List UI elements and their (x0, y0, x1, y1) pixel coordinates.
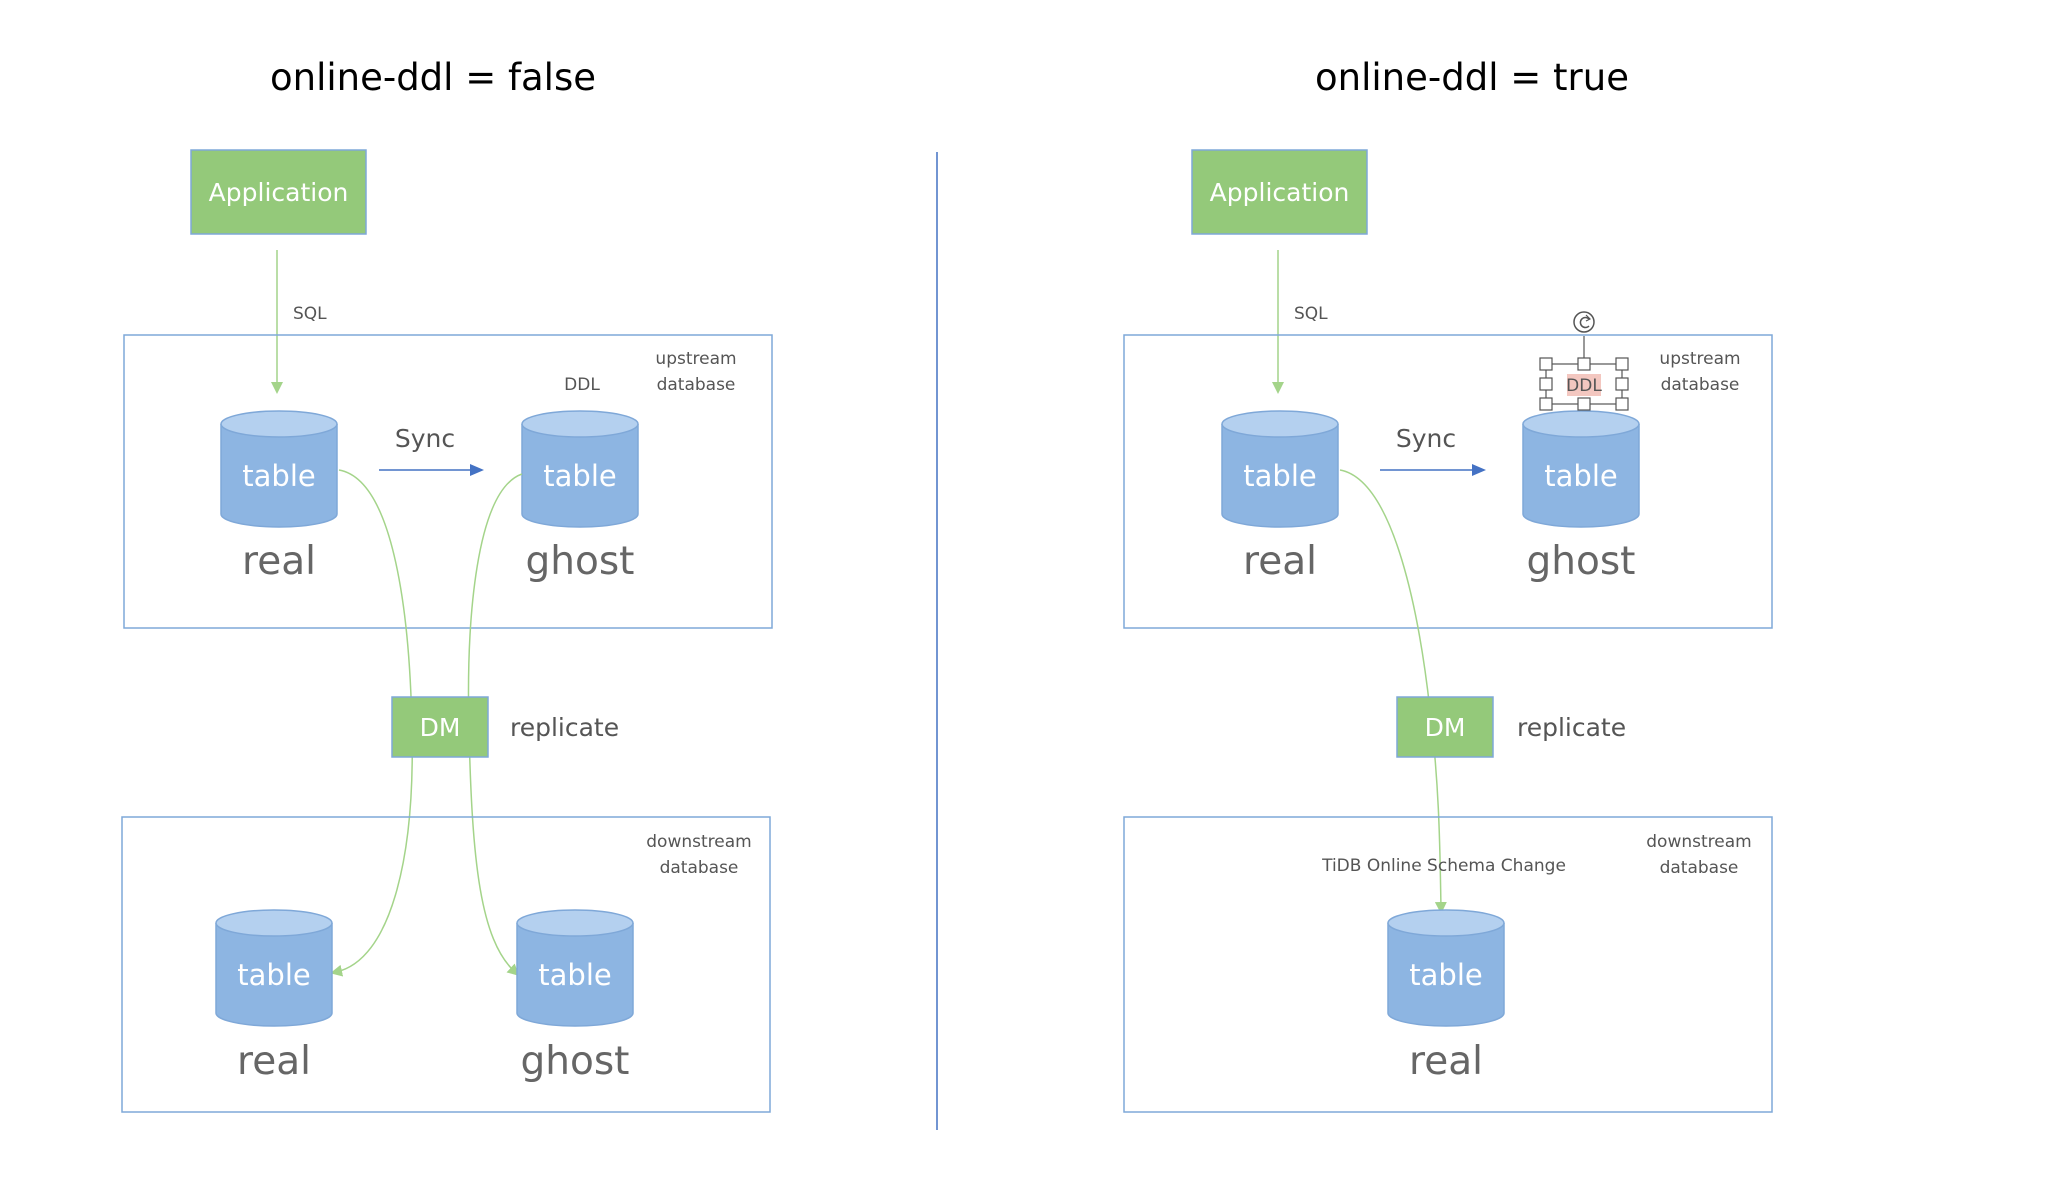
left-up-ghost-cylinder (521, 410, 639, 528)
left-ddl-label: DDL (564, 375, 600, 395)
rotate-handle-icon[interactable] (1573, 311, 1595, 333)
right-up-ghost-cylinder (1522, 410, 1640, 528)
right-application-label: Application (1210, 178, 1350, 207)
ddl-highlight (1567, 374, 1601, 396)
right-dm-label: DM (1425, 713, 1466, 742)
right-up-real-table-label: table (1243, 459, 1316, 493)
right-up-ghost-name: ghost (1527, 539, 1636, 584)
left-up-real-cylinder (220, 410, 338, 528)
left-downstream-label-2: database (660, 858, 739, 878)
right-down-real-name: real (1409, 1039, 1483, 1084)
left-downstream-label-1: downstream (646, 832, 751, 852)
right-upstream-label-2: database (1661, 375, 1740, 395)
left-dm-box (391, 696, 489, 758)
left-replicate-label: replicate (510, 713, 619, 742)
left-application-box (190, 149, 367, 235)
right-ddl-selection[interactable] (1539, 311, 1629, 411)
right-dm-box (1396, 696, 1494, 758)
right-panel: online-ddl = true Application SQL upstre… (1123, 56, 1773, 1113)
right-down-real-table-label: table (1409, 958, 1482, 992)
left-sql-label: SQL (293, 304, 327, 324)
right-schema-change-label: TiDB Online Schema Change (1321, 856, 1566, 876)
left-down-ghost-table-label: table (538, 958, 611, 992)
left-up-ghost-table-label: table (543, 459, 616, 493)
left-down-real-table-label: table (237, 958, 310, 992)
right-up-real-cylinder (1221, 410, 1339, 528)
left-sync-label: Sync (395, 424, 455, 453)
left-up-ghost-name: ghost (526, 539, 635, 584)
right-downstream-label-2: database (1660, 858, 1739, 878)
left-panel: online-ddl = false Application SQL upstr… (121, 56, 773, 1113)
right-sql-label: SQL (1294, 304, 1328, 324)
right-application-box (1191, 149, 1368, 235)
right-real-replication-curve (1339, 469, 1447, 914)
right-down-real-cylinder (1387, 909, 1505, 1027)
left-down-ghost-name: ghost (521, 1039, 630, 1084)
right-downstream-box (1123, 816, 1773, 1113)
right-upstream-box (1123, 334, 1773, 629)
left-down-real-name: real (237, 1039, 311, 1084)
left-up-real-table-label: table (242, 459, 315, 493)
right-ddl-label: DDL (1566, 376, 1602, 396)
left-title: online-ddl = false (270, 56, 596, 99)
left-upstream-label-1: upstream (655, 349, 736, 369)
right-upstream-label-1: upstream (1659, 349, 1740, 369)
right-downstream-label-1: downstream (1646, 832, 1751, 852)
right-sync-label: Sync (1396, 424, 1456, 453)
left-down-real-cylinder (215, 909, 333, 1027)
left-dm-label: DM (420, 713, 461, 742)
right-title: online-ddl = true (1315, 56, 1629, 99)
left-upstream-label-2: database (657, 375, 736, 395)
right-up-ghost-table-label: table (1544, 459, 1617, 493)
right-up-real-name: real (1243, 539, 1317, 584)
left-downstream-box (121, 816, 771, 1113)
left-upstream-box (123, 334, 773, 629)
right-replicate-label: replicate (1517, 713, 1626, 742)
left-up-real-name: real (242, 539, 316, 584)
left-application-label: Application (209, 178, 349, 207)
left-down-ghost-cylinder (516, 909, 634, 1027)
